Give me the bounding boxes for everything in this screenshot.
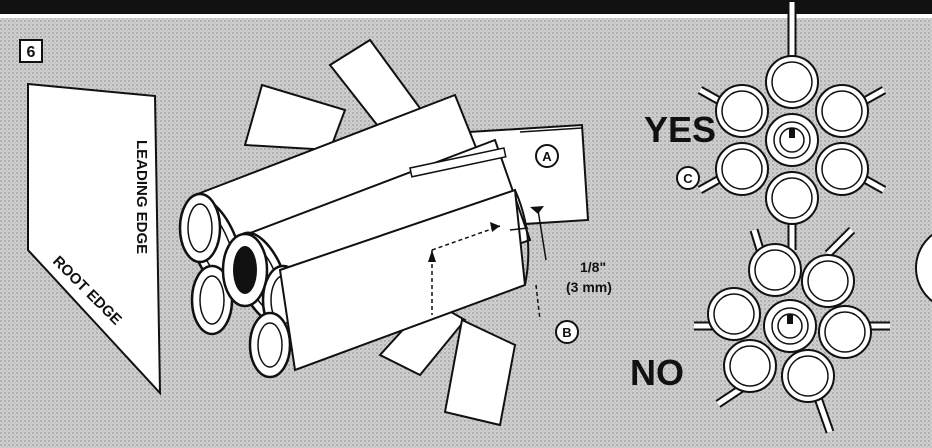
callout-a: A xyxy=(535,144,559,168)
tube-cluster-assembly xyxy=(178,38,590,427)
fin-bottom xyxy=(443,318,517,427)
step-number: 6 xyxy=(27,44,36,61)
top-border-inner xyxy=(0,14,932,18)
callout-a-label: A xyxy=(542,149,552,164)
step-number-box: 6 xyxy=(19,39,43,63)
callout-b-label: B xyxy=(562,325,571,340)
no-end-view xyxy=(694,226,890,434)
tube-slot xyxy=(409,147,507,178)
dimension-metric: (3 mm) xyxy=(566,279,612,295)
callout-c: C xyxy=(676,166,700,190)
yes-end-view xyxy=(697,2,887,250)
yes-label: YES xyxy=(644,109,716,150)
top-border xyxy=(0,0,932,14)
fin-upper-left xyxy=(243,83,347,152)
dimension-imperial: 1/8" xyxy=(580,259,606,275)
no-label: NO xyxy=(630,352,684,393)
page-edge-mark xyxy=(915,233,932,303)
callout-b: B xyxy=(555,320,579,344)
callout-c-label: C xyxy=(683,171,693,186)
leading-edge-label: LEADING EDGE xyxy=(133,140,150,254)
